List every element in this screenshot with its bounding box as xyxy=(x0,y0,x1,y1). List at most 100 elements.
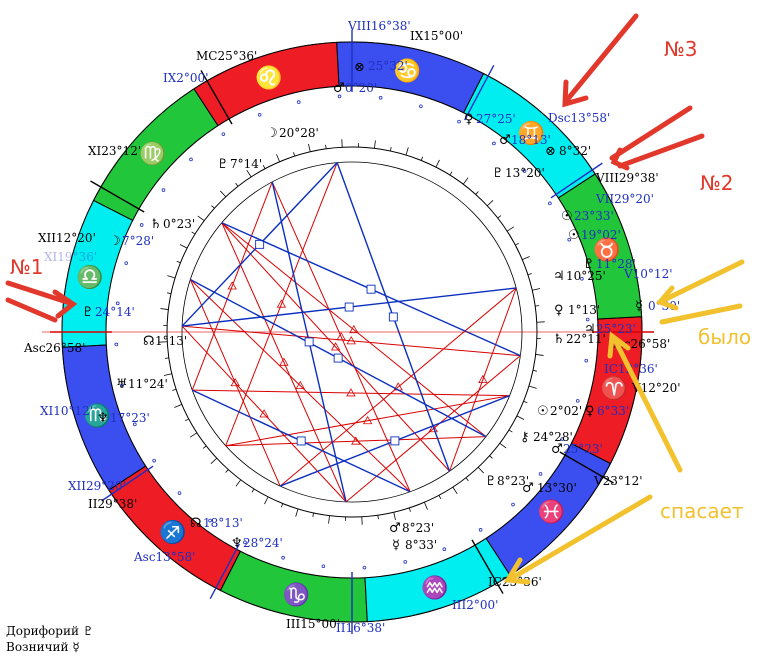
pluto-glyph-icon: ♇ xyxy=(82,305,94,320)
planet-label: 27°25' xyxy=(476,112,516,126)
cusp-asc-blue-label: Asc13°58' xyxy=(133,550,195,564)
part-of-fortune-icon: ⊗ xyxy=(545,144,556,159)
annotation-spasaet: спасает xyxy=(660,499,744,523)
planet-label: 18°13' xyxy=(203,516,243,530)
mars-glyph-icon: ♂ xyxy=(499,133,511,148)
moon-glyph-icon: ☽ xyxy=(266,126,278,141)
neptune-glyph-icon: ♆ xyxy=(231,536,243,551)
cusp-ix-label: IX15°00' xyxy=(410,29,463,43)
cusp-xi-faint-label: XI19°36' xyxy=(44,250,97,264)
sagittarius-glyph-icon: ♐ xyxy=(159,519,186,545)
chiron-glyph-icon: ⚷ xyxy=(520,430,530,445)
cusp-v-label: V23°12' xyxy=(593,474,643,488)
node-glyph-icon: ☊ xyxy=(143,334,155,349)
planet-label: 20°28' xyxy=(279,126,319,140)
planet-label: 13°20' xyxy=(505,166,545,180)
degree-tick xyxy=(165,358,169,359)
libra-glyph-icon: ♎ xyxy=(76,264,103,290)
planet-label: 7°14' xyxy=(230,157,262,171)
pluto-glyph-icon: ♇ xyxy=(217,157,229,172)
pisces-glyph-icon: ♓ xyxy=(538,499,565,525)
planet-label: 0°20' xyxy=(345,81,377,95)
mars-glyph-icon: ♂ xyxy=(551,442,563,457)
pluto-glyph-icon: ♇ xyxy=(485,474,497,489)
venus-glyph-icon: ♀ xyxy=(585,404,595,419)
cusp-ii-blue-label: II16°38' xyxy=(336,621,385,635)
degree-tick xyxy=(326,145,327,149)
planet-label: 25°32' xyxy=(368,59,408,73)
cusp-mc-label: MC25°36' xyxy=(196,49,257,63)
arrow-n2b-icon xyxy=(620,136,702,166)
sun-glyph-icon: ☉ xyxy=(561,209,573,224)
planet-label: 23°33' xyxy=(574,209,614,223)
cusp-xii-label: XII12°20' xyxy=(38,231,96,245)
mercury-glyph-icon: ☿ xyxy=(392,538,400,553)
aries-glyph-icon: ♈ xyxy=(600,376,627,402)
degree-tick xyxy=(535,306,539,307)
moon-glyph-icon: ☽ xyxy=(109,234,121,249)
planet-label: 8°33' xyxy=(405,538,437,552)
planet-label: 28°24' xyxy=(243,536,283,550)
planet-label: 11°24' xyxy=(128,377,168,391)
square-marker-icon xyxy=(297,437,305,445)
planet-label: 25°23' xyxy=(563,442,603,456)
planet-label: 8°32' xyxy=(559,144,591,158)
square-marker-icon xyxy=(334,354,342,362)
legend-name: Возничий xyxy=(6,640,69,654)
degree-tick xyxy=(378,515,379,519)
sun-glyph-icon: ☉ xyxy=(568,228,580,243)
planet-label: 6°33' xyxy=(597,404,629,418)
legend-glyph: ♇ xyxy=(83,624,94,638)
cusp-xi-blue-label: XI10°12' xyxy=(40,404,93,418)
planet-label: 24°14' xyxy=(95,305,135,319)
square-marker-icon xyxy=(391,437,399,445)
cusp-dsc-blue-label: Dsc13°58' xyxy=(548,111,610,125)
cusp-viii-label: VIII29°38' xyxy=(595,171,659,185)
mars-glyph-icon: ♂ xyxy=(389,521,401,536)
legend: Дорифорий ♇ Возничий ☿ xyxy=(6,623,94,655)
sun-glyph-icon: ☉ xyxy=(537,404,549,419)
pluto-glyph-icon: ♇ xyxy=(583,257,595,272)
jupiter-glyph-icon: ♃ xyxy=(584,322,596,337)
part-of-fortune-icon: ⊗ xyxy=(354,60,365,75)
planet-label: 17°23' xyxy=(110,411,150,425)
annotation-n2: №2 xyxy=(700,171,734,195)
planet-label: 13°30' xyxy=(537,481,577,495)
annotation-n3: №3 xyxy=(664,37,698,61)
cusp-xii-blue-label: XII29°20' xyxy=(68,479,126,493)
virgo-glyph-icon: ♍ xyxy=(139,141,166,167)
legend-name: Дорифорий xyxy=(6,624,79,638)
cusp-asc-label: Asc26°58' xyxy=(23,341,85,355)
saturn-glyph-icon: ♄ xyxy=(553,332,565,347)
planet-label: 7°28' xyxy=(122,234,154,248)
square-marker-icon xyxy=(367,285,375,293)
arrow-n3-icon xyxy=(567,16,636,100)
arrow-n2-icon xyxy=(612,108,690,158)
pluto-glyph-icon: ♇ xyxy=(492,166,504,181)
planet-label: 2°02' xyxy=(550,404,582,418)
mars-glyph-icon: ♂ xyxy=(333,81,345,96)
cusp-vii-blue-label: VII29°20' xyxy=(595,192,654,206)
node-glyph-icon: ☊ xyxy=(190,516,202,531)
venus-glyph-icon: ♀ xyxy=(554,303,564,318)
legend-glyph: ☿ xyxy=(72,640,79,654)
cusp-viii-blue-label: VIII16°38' xyxy=(347,19,411,33)
capricorn-glyph-icon: ♑ xyxy=(283,582,310,608)
cusp-xi-label: XI23°12' xyxy=(88,144,141,158)
planet-label: 19°02' xyxy=(581,228,621,242)
venus-glyph-icon: ♀ xyxy=(464,112,474,127)
aquarius-glyph-icon: ♒ xyxy=(421,575,448,601)
arrow-head-icon xyxy=(614,150,627,168)
square-marker-icon xyxy=(345,303,353,311)
mars-glyph-icon: ♂ xyxy=(522,481,534,496)
saturn-glyph-icon: ♄ xyxy=(150,217,162,232)
cusp-iii-blue-label: III2°00' xyxy=(452,598,498,612)
arrow-n1b-icon xyxy=(8,300,55,320)
square-marker-icon xyxy=(389,313,397,321)
annotation-n1: №1 xyxy=(10,255,44,279)
cusp-ii-label: II29°38' xyxy=(88,497,137,511)
arrow-bylo-icon xyxy=(664,262,742,300)
planet-label: 1°13' xyxy=(568,303,600,317)
